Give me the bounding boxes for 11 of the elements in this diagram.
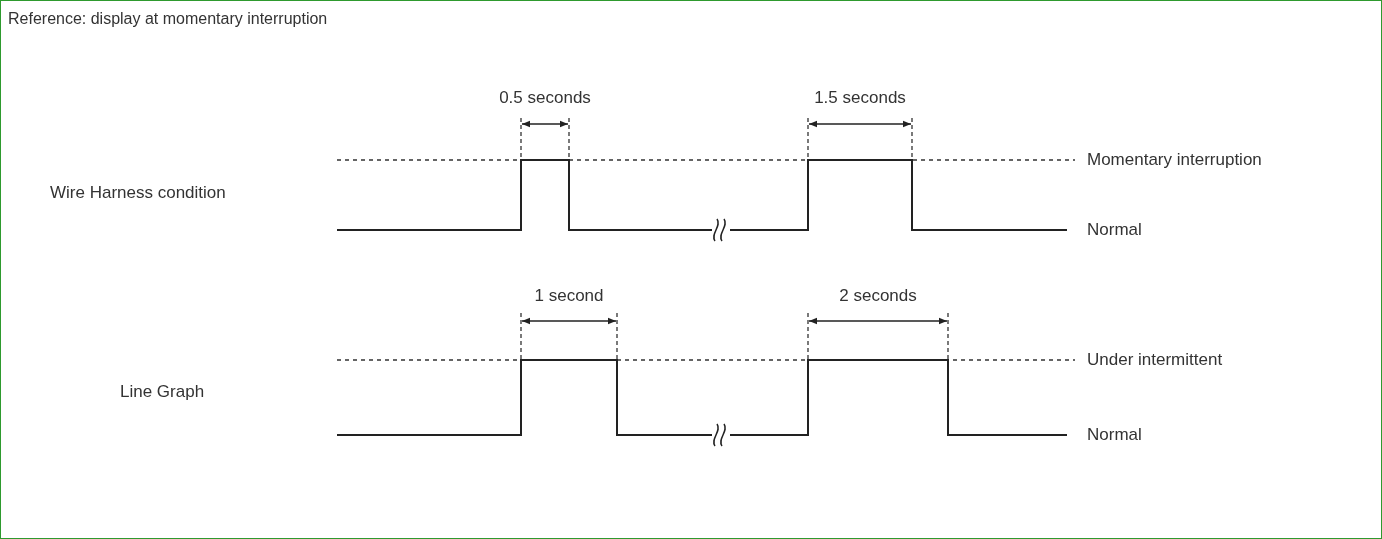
state-label: Normal [1087, 219, 1142, 241]
state-label: Under intermittent [1087, 349, 1223, 371]
title: Reference: display at momentary interruption [8, 9, 328, 29]
dimension-label: 0.5 seconds [499, 87, 591, 109]
row-label: Line Graph [120, 381, 205, 403]
dimension-label: 1 second [534, 285, 604, 307]
row-label: Wire Harness condition [50, 182, 226, 204]
state-label: Momentary interruption [1087, 149, 1262, 171]
dimension-label: 1.5 seconds [814, 87, 906, 109]
state-label: Normal [1087, 424, 1142, 446]
dimension-label: 2 seconds [839, 285, 917, 307]
